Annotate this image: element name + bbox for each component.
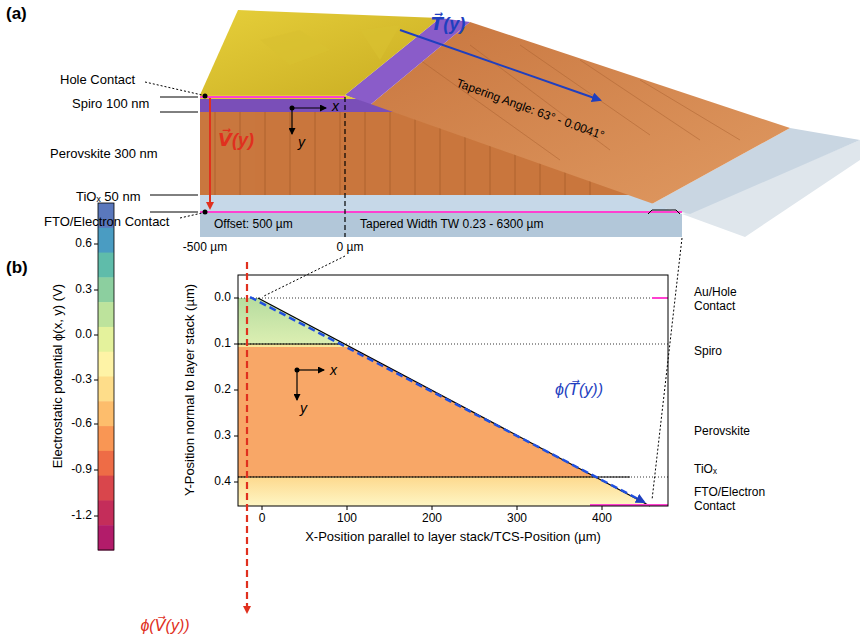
vector-label: V⃗(y) [218,130,254,151]
colorbar-tick [94,380,98,381]
layer-label: TiOₓ [694,463,717,477]
colorbar-title: Electrostatic potential ϕ(x, y) (V) [51,284,66,468]
angle-label: Tapering Angle: 63° - 0.0041° [454,77,606,143]
colorbar-band [98,401,114,426]
tick-label: 0.0 [214,291,231,305]
axis-title: Y-Position normal to layer stack (µm) [183,284,198,496]
colorbar-band [98,377,114,402]
colorbar-band [98,525,114,550]
colorbar-tick [94,335,98,336]
tick-label: 0.6 [75,237,92,251]
colorbar-frame [98,203,114,550]
tick-label: 0.3 [214,429,231,443]
tick-label: -0.3 [71,373,92,387]
colorbar-band [98,253,114,278]
potential-label: ϕ(V⃗(y)) [140,617,189,635]
colorbar-band [98,352,114,377]
panel-letter: (a) [6,4,27,24]
tick-label: 400 [592,512,612,526]
colorbar-tick [94,470,98,471]
panel-letter: (b) [6,258,28,278]
colorbar-band [98,500,114,525]
axis-label: y [300,400,307,416]
vector-label: T⃗(y) [431,14,465,35]
colorbar-tick [94,424,98,425]
tick-label: 300 [507,512,527,526]
tick-label: -0.9 [71,463,92,477]
tick-label: 0 [259,512,266,526]
layer-label: Hole Contact [60,73,135,88]
tick-label: 0.1 [214,337,231,351]
tick-label: 0.3 [75,283,92,297]
colorbar-band [98,451,114,476]
tick-label: 100 [337,512,357,526]
layer-label: Au/Hole Contact [694,286,756,314]
axis-label: y [298,134,305,150]
tick-label: -1.2 [71,509,92,523]
tick-label: -0.6 [71,417,92,431]
layer-label: FTO/Electron Contact [44,215,169,230]
layer-label: TiOₓ 50 nm [76,190,140,205]
axis-label: x [330,362,337,378]
colorbar-tick [94,244,98,245]
potential-map [234,262,668,612]
layer-label: Spiro [694,345,722,359]
layer-label: FTO/Electron Contact [694,486,784,514]
position-label: -500 µm [183,241,227,255]
tick-label: 0.2 [214,383,231,397]
axis-title: X-Position parallel to layer stack/TCS-P… [305,530,601,545]
device-illustration [145,10,860,500]
colorbar-band [98,302,114,327]
colorbar-band [98,228,114,253]
position-label: 0 µm [337,241,364,255]
layer-label: Perovskite 300 nm [50,147,158,162]
potential-label: ϕ(T⃗(y)) [555,381,603,399]
colorbar [94,203,114,551]
colorbar-band [98,476,114,501]
axis-label: x [332,98,339,114]
colorbar-band [98,426,114,451]
colorbar-band [98,327,114,352]
tick-label: 0.4 [214,475,231,489]
dimension-label: Tapered Width TW 0.23 - 6300 µm [360,218,543,232]
colorbar-tick [94,516,98,517]
tick-label: 200 [422,512,442,526]
colorbar-tick [94,290,98,291]
layer-label: Spiro 100 nm [72,97,149,112]
layer-label: Perovskite [694,425,750,439]
tick-label: 0.0 [75,328,92,342]
colorbar-band [98,277,114,302]
dimension-label: Offset: 500 µm [214,218,293,232]
